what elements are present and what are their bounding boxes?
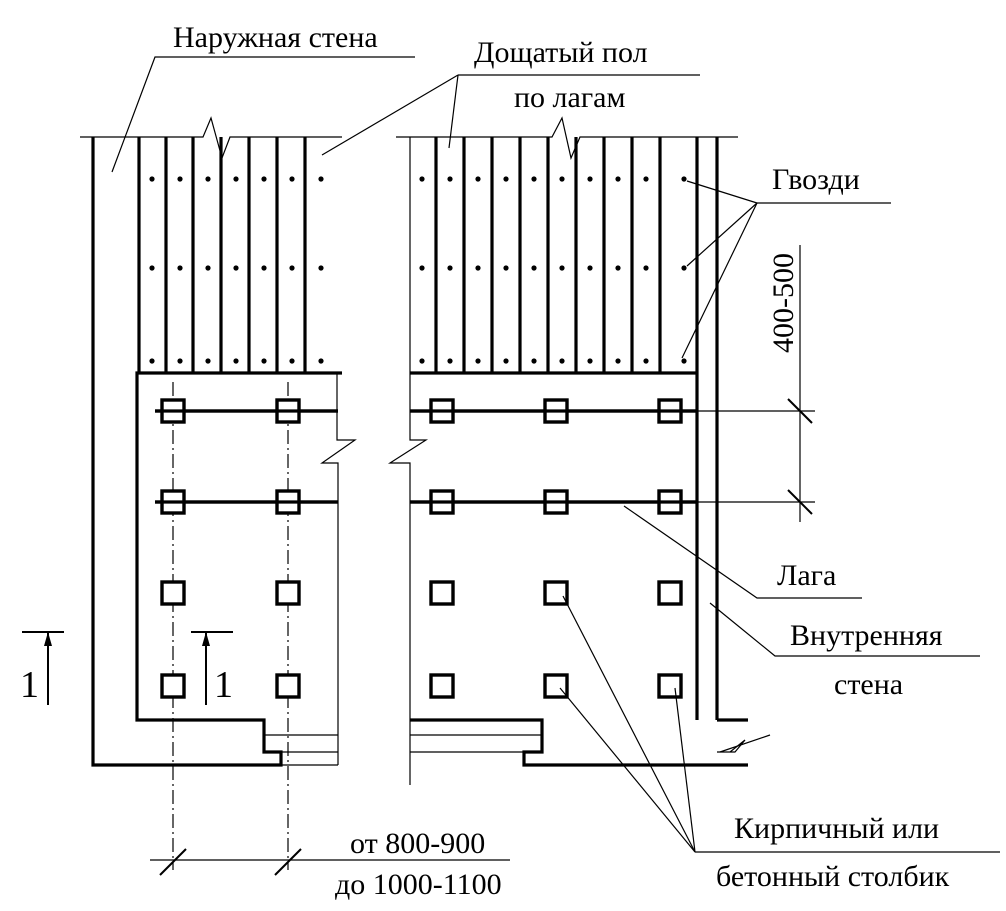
- nail-dot: [419, 358, 425, 364]
- nail-dot: [289, 176, 295, 182]
- nail-dot: [475, 265, 481, 271]
- brick-post: [543, 580, 569, 606]
- nail-dot: [205, 176, 211, 182]
- nail-dot: [587, 265, 593, 271]
- nail-dot: [615, 265, 621, 271]
- nail-dot: [447, 358, 453, 364]
- nail-dot: [419, 176, 425, 182]
- nail-dot: [177, 176, 183, 182]
- nail-dot: [531, 358, 537, 364]
- posts-label-line1: Кирпичный или: [734, 812, 939, 845]
- nail-dot: [318, 265, 324, 271]
- nail-dot: [261, 358, 267, 364]
- brick-post: [160, 580, 186, 606]
- nail-dot: [643, 265, 649, 271]
- joist-label: Лага: [777, 559, 836, 592]
- joists-overlay: [155, 409, 697, 504]
- brick-post: [543, 673, 569, 699]
- section-mark-right: [191, 631, 233, 705]
- nail-dot: [615, 176, 621, 182]
- section-mark-left: [22, 631, 64, 705]
- floor-label-line2: по лагам: [514, 81, 625, 114]
- post-spacing-dimension: [150, 848, 510, 876]
- nail-dot: [531, 265, 537, 271]
- nail-dot: [205, 265, 211, 271]
- floor-label-line1: Дощатый пол: [474, 36, 648, 69]
- nail-dot: [587, 176, 593, 182]
- brick-post: [429, 673, 455, 699]
- leader-lines: [111, 56, 1000, 853]
- nail-dot: [261, 176, 267, 182]
- brick-posts: [160, 398, 683, 699]
- floor-boards-left: [137, 137, 307, 373]
- post-axes: [172, 382, 289, 870]
- nail-dot: [559, 265, 565, 271]
- nail-dot: [643, 176, 649, 182]
- nail-dot: [419, 265, 425, 271]
- posts-label-line2: бетонный столбик: [716, 860, 950, 893]
- section-label-right: 1: [214, 664, 233, 706]
- nail-dot: [475, 358, 481, 364]
- nail-dot: [289, 265, 295, 271]
- nail-dot: [177, 358, 183, 364]
- nail-dot: [503, 358, 509, 364]
- section-label-left: 1: [20, 664, 39, 706]
- nail-dot: [681, 176, 687, 182]
- nail-dot: [615, 358, 621, 364]
- brick-post: [275, 580, 301, 606]
- nail-dot: [447, 176, 453, 182]
- nail-dot: [289, 358, 295, 364]
- nail-dot: [149, 358, 155, 364]
- post-spacing-label-line1: от 800-900: [350, 827, 485, 860]
- nails-label: Гвозди: [772, 163, 860, 196]
- brick-post: [429, 580, 455, 606]
- nail-dot: [205, 358, 211, 364]
- joists: [155, 409, 697, 504]
- brick-post: [160, 673, 186, 699]
- floor-boards-right: [434, 137, 699, 373]
- brick-post: [657, 580, 683, 606]
- nail-dot: [643, 358, 649, 364]
- middle-break-lines: [320, 137, 429, 785]
- nail-dot: [503, 176, 509, 182]
- brick-post: [275, 673, 301, 699]
- nail-dot: [318, 358, 324, 364]
- brick-post: [657, 673, 683, 699]
- nail-dot: [233, 265, 239, 271]
- nail-dot: [149, 176, 155, 182]
- inner-wall-label-line2: стена: [834, 668, 903, 701]
- nail-dot: [233, 358, 239, 364]
- nail-dot: [681, 265, 687, 271]
- nail-dot: [318, 176, 324, 182]
- nail-dot: [559, 358, 565, 364]
- spacing-label: 400-500: [767, 253, 800, 353]
- nail-dot: [531, 176, 537, 182]
- joist-spacing-dimension: [697, 245, 815, 522]
- nail-dot: [475, 176, 481, 182]
- nail-dot: [503, 265, 509, 271]
- inner-wall: [410, 137, 771, 767]
- nails-group: [149, 176, 687, 364]
- nail-dot: [177, 265, 183, 271]
- board-top-break-lines: [80, 116, 738, 160]
- post-spacing-label-line2: до 1000-1100: [335, 868, 502, 901]
- outer-wall: [91, 137, 342, 767]
- nail-dot: [149, 265, 155, 271]
- nail-dot: [233, 176, 239, 182]
- nail-dot: [681, 358, 687, 364]
- inner-wall-label-line1: Внутренняя: [790, 619, 943, 652]
- nail-dot: [447, 265, 453, 271]
- nail-dot: [587, 358, 593, 364]
- nail-dot: [261, 265, 267, 271]
- nail-dot: [559, 176, 565, 182]
- outer-wall-label: Наружная стена: [173, 21, 378, 54]
